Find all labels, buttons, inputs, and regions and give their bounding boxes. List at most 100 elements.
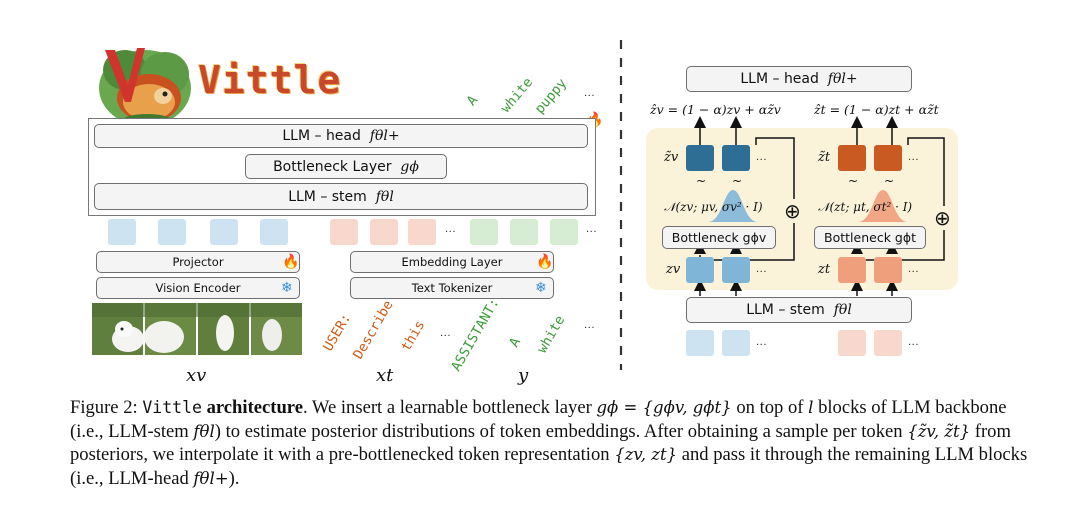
add-v-icon: ⊕ [784,199,801,223]
zv-tilde-token [686,145,714,171]
label-xt: xt [376,365,394,386]
projector-box: Projector [96,251,300,273]
bottleneck-layer-label: Bottleneck Layer [273,158,392,175]
formula-v: ẑv = (1 − α)zv + αz̃v [650,102,781,117]
caption-s7: ). [228,467,240,489]
right-llm-head-label: LLM – head [740,71,819,87]
input-token-dots-2: ... [584,320,596,331]
sample-tilde: ~ [848,174,859,188]
logo-title: Vittle [198,58,342,102]
embedding-layer-box: Embedding Layer [350,251,554,273]
answer-token [550,219,578,245]
right-llm-stem-math: fθl [833,302,852,318]
caption-s4: ) to estimate posterior distributions of… [214,420,903,442]
text-token [370,219,398,245]
answer-token-dots: ... [586,224,598,235]
text-tokenizer-box: Text Tokenizer [350,277,554,299]
embedding-layer-label: Embedding Layer [401,255,503,269]
answer-token [510,219,538,245]
caption-m3: fθl [193,421,215,441]
caption-s3: blocks of LLM backbone (i.e., LLM-stem [70,397,1007,442]
llm-head-box: LLM – head fθl+ [94,124,588,148]
puppy-image-patches [92,303,302,355]
label-xv: xv [186,365,207,386]
figure-caption: Figure 2: Vittle architecture. We insert… [70,396,1030,490]
snowflake-icon: ❄ [281,280,293,296]
llm-stem-math: fθl [375,188,394,205]
caption-s5: from posteriors, we interpolate it with … [70,420,1011,466]
bottleneck-t-label: Bottleneck gϕt [824,230,916,245]
text-token [330,219,358,245]
llm-stem-box: LLM – stem fθl [94,183,588,210]
caption-s2: on top of [736,397,804,418]
caption-m4: {z̃v, z̃t} [907,421,971,441]
output-dots: ... [584,88,596,99]
llm-head-math: fθl+ [369,128,400,144]
right-llm-head-math: fθl+ [827,71,858,87]
bottleneck-v-box: Bottleneck gϕv [662,226,776,249]
bottleneck-t-box: Bottleneck gϕt [814,226,926,249]
right-llm-stem-label: LLM – stem [746,302,825,318]
zt-tilde-token [838,145,866,171]
separator-line [619,40,623,370]
zv-token [686,257,714,283]
right-text-dots: ... [908,337,920,348]
normal-t-label: 𝒩(zt; μt, σt² · I) [818,200,913,214]
text-token [408,219,436,245]
vision-encoder-label: Vision Encoder [155,281,241,295]
caption-fig: Figure 2: [70,397,138,418]
caption-m1: gϕ = {gϕv, gϕt} [596,398,732,417]
right-vision-token [722,330,750,356]
bottleneck-v-label: Bottleneck gϕv [671,230,767,245]
zv-tilde-dots: ... [756,152,768,163]
zt-token [838,257,866,283]
zv-tilde-token [722,145,750,171]
sample-tilde: ~ [732,174,743,188]
zt-tilde-dots: ... [908,152,920,163]
sample-tilde: ~ [696,174,707,188]
zv-token [722,257,750,283]
zv-label: zv [666,262,681,277]
caption-bold: architecture [206,397,303,418]
zv-tilde-label: z̃v [664,150,679,165]
vision-token [260,219,288,245]
snowflake-icon: ❄ [535,280,547,296]
right-llm-head-box: LLM – head fθl+ [686,66,912,92]
sample-tilde: ~ [884,174,895,188]
caption-m2: l [808,398,814,417]
zt-token [874,257,902,283]
zt-tilde-token [874,145,902,171]
right-text-token [838,330,866,356]
right-vision-dots: ... [756,337,768,348]
fire-icon: 🔥 [536,254,554,270]
text-token-dots: ... [445,224,457,235]
zt-label: zt [818,262,831,277]
caption-m6: fθl+ [193,468,229,488]
answer-token [470,219,498,245]
caption-s6: and pass it through the remaining LLM bl… [70,444,1028,489]
input-token-dots: ... [440,328,452,339]
right-text-token [874,330,902,356]
add-t-icon: ⊕ [934,206,951,230]
right-vision-token [686,330,714,356]
normal-v-label: 𝒩(zv; μv, σv² · I) [664,200,763,214]
zv-dots: ... [756,264,768,275]
llm-stem-label: LLM – stem [288,188,367,205]
caption-name: Vittle [142,398,202,417]
right-llm-stem-box: LLM – stem fθl [686,297,912,323]
caption-s1: . We insert a learnable bottleneck layer [302,397,592,418]
caption-m5: {zv, zt} [614,445,678,464]
bottleneck-layer-box: Bottleneck Layer gϕ [245,154,447,179]
vision-token [158,219,186,245]
vision-encoder-box: Vision Encoder [96,277,300,299]
projector-label: Projector [172,255,224,269]
zt-tilde-label: z̃t [818,150,831,165]
llm-head-label: LLM – head [282,128,361,144]
bottleneck-layer-math: gϕ [400,158,419,175]
vision-token [108,219,136,245]
vision-token [210,219,238,245]
fire-icon: 🔥 [282,254,300,270]
label-y: y [518,365,529,386]
text-tokenizer-label: Text Tokenizer [411,281,493,295]
